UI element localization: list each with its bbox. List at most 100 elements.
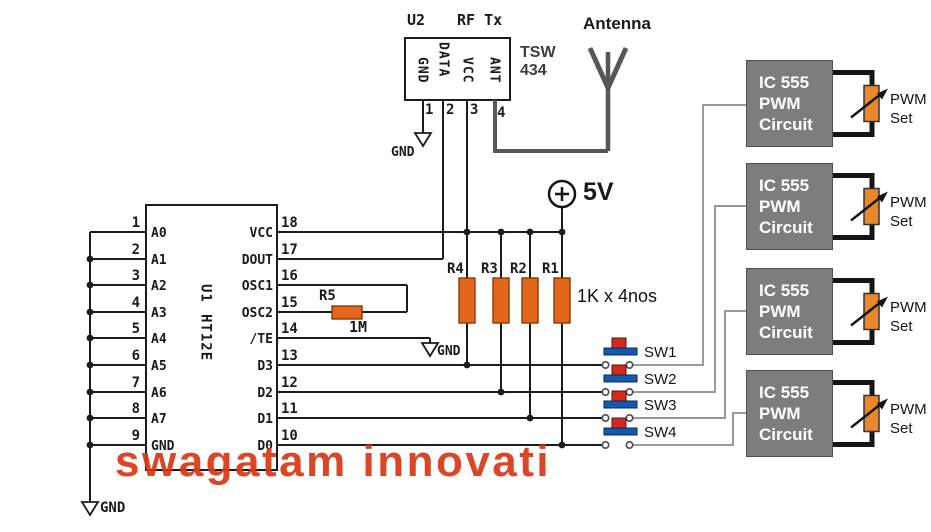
sw4-wire (633, 412, 746, 446)
sw3-button-base (603, 400, 638, 409)
enc-pin-a6-label: A6 (151, 386, 167, 401)
tx-part-line2: 434 (520, 62, 547, 79)
pot-2-body (863, 187, 880, 226)
sw2-button-base (603, 374, 638, 383)
antenna-label: Antenna (583, 14, 651, 33)
sw1-button-base (603, 347, 638, 356)
tx-gnd-icon (413, 132, 433, 148)
tx-part-line1: TSW (520, 44, 556, 61)
resistor-r5 (331, 305, 363, 320)
sw4-label: SW4 (644, 424, 677, 441)
resistor-r5-ref: R5 (319, 288, 336, 304)
junction-dots (86, 228, 566, 449)
pot-3-label: PWM Set (890, 299, 927, 335)
enc-pin-d2-label: D2 (257, 386, 273, 401)
pullup-value-note: 1K x 4nos (577, 286, 658, 306)
pot-2-arrow (877, 191, 888, 203)
antenna-icon (493, 46, 629, 153)
resistors (331, 277, 571, 324)
pot-1-arrow (877, 88, 888, 100)
schematic-wires (89, 100, 602, 502)
te-gnd-label: GND (437, 344, 461, 359)
pot-3-body (863, 292, 880, 331)
pot-3-arrow (877, 296, 888, 308)
enc-pin-5-number: 5 (131, 321, 140, 337)
watermark-text: swagatam innovati (115, 437, 552, 486)
resistor-r2 (521, 277, 539, 324)
resistor-r4 (458, 277, 476, 324)
te-gnd-icon (420, 342, 440, 358)
enc-pin-7-number: 7 (131, 375, 140, 391)
pwm-pot-2 (833, 173, 888, 240)
tx-gnd-label: GND (391, 145, 415, 160)
tx-type-label: RF Tx (457, 11, 503, 29)
tx-pin-3-number: 3 (470, 102, 479, 118)
switch-output-wires (633, 104, 746, 446)
enc-pin-vcc-label: VCC (249, 226, 273, 241)
pwm-block-2: IC 555 PWM Circuit (746, 163, 833, 250)
resistor-r5-value: 1M (349, 318, 368, 336)
tx-pin-gnd-label: GND (414, 57, 430, 84)
enc-pin-10-number: 10 (281, 428, 298, 444)
sw1-button-cap (611, 337, 627, 349)
enc-pin-13-number: 13 (281, 348, 298, 364)
enc-pin-te-label: /TE (249, 332, 273, 347)
enc-pin-12-number: 12 (281, 375, 298, 391)
encoder-ref-label: U1 (197, 284, 214, 303)
pwm-block-4: IC 555 PWM Circuit (746, 370, 833, 457)
sw2-wire (633, 205, 746, 393)
supply-5v-icon (547, 179, 577, 209)
bus-gnd-icon (80, 501, 100, 517)
enc-pin-a4-label: A4 (151, 332, 167, 347)
enc-pin-a7-label: A7 (151, 412, 167, 427)
enc-pin-14-number: 14 (281, 321, 298, 337)
tx-module-box (404, 37, 511, 101)
encoder-part-label: HT12E (197, 314, 214, 362)
encoder-box (145, 204, 278, 471)
dout-to-data-wire (277, 100, 444, 260)
enc-pin-8-number: 8 (131, 401, 140, 417)
pwm-pot-3 (833, 278, 888, 345)
enc-pin-9-number: 9 (131, 428, 140, 444)
supply-5v-label: 5V (583, 178, 614, 206)
enc-pin-16-number: 16 (281, 268, 298, 284)
enc-pin-a1-label: A1 (151, 253, 167, 268)
tx-pin-data-label: DATA (435, 42, 451, 78)
gnd-symbols (80, 132, 440, 517)
sw2-button-cap (611, 364, 627, 376)
te-wire (277, 337, 431, 343)
tx-pin-4-number: 4 (497, 105, 506, 121)
enc-pin-6-number: 6 (131, 348, 140, 364)
enc-pin-dout-label: DOUT (241, 253, 273, 268)
sw2-label: SW2 (644, 371, 677, 388)
sw3-wire (633, 310, 746, 419)
enc-pin-osc2-label: OSC2 (241, 306, 273, 321)
pwm-pot-1 (833, 70, 888, 137)
enc-pin-a3-label: A3 (151, 306, 167, 321)
enc-pin-osc1-label: OSC1 (241, 279, 273, 294)
pot-1-body (863, 84, 880, 123)
enc-pin-2-number: 2 (131, 242, 140, 258)
pot-4-label: PWM Set (890, 401, 927, 437)
pot-4-arrow (877, 398, 888, 410)
enc-pin-4-number: 4 (131, 295, 140, 311)
tx-pin-2-number: 2 (446, 102, 455, 118)
sw1-wire (633, 104, 746, 366)
resistor-r3-ref: R3 (481, 261, 498, 277)
enc-pin-3-number: 3 (131, 268, 140, 284)
enc-pin-a5-label: A5 (151, 359, 167, 374)
sw1-label: SW1 (644, 344, 677, 361)
pwm-block-1: IC 555 PWM Circuit (746, 60, 833, 147)
resistor-r2-ref: R2 (510, 261, 527, 277)
resistor-r1-ref: R1 (542, 261, 559, 277)
enc-pin-11-number: 11 (281, 401, 298, 417)
resistor-r4-ref: R4 (447, 261, 464, 277)
sw3-label: SW3 (644, 397, 677, 414)
enc-pin-gnd-label: GND (151, 439, 175, 454)
address-pin-wires (90, 231, 146, 446)
pwm-pot-4 (833, 380, 888, 447)
pot-4-body (863, 394, 880, 433)
switch-sw4 (601, 417, 638, 449)
